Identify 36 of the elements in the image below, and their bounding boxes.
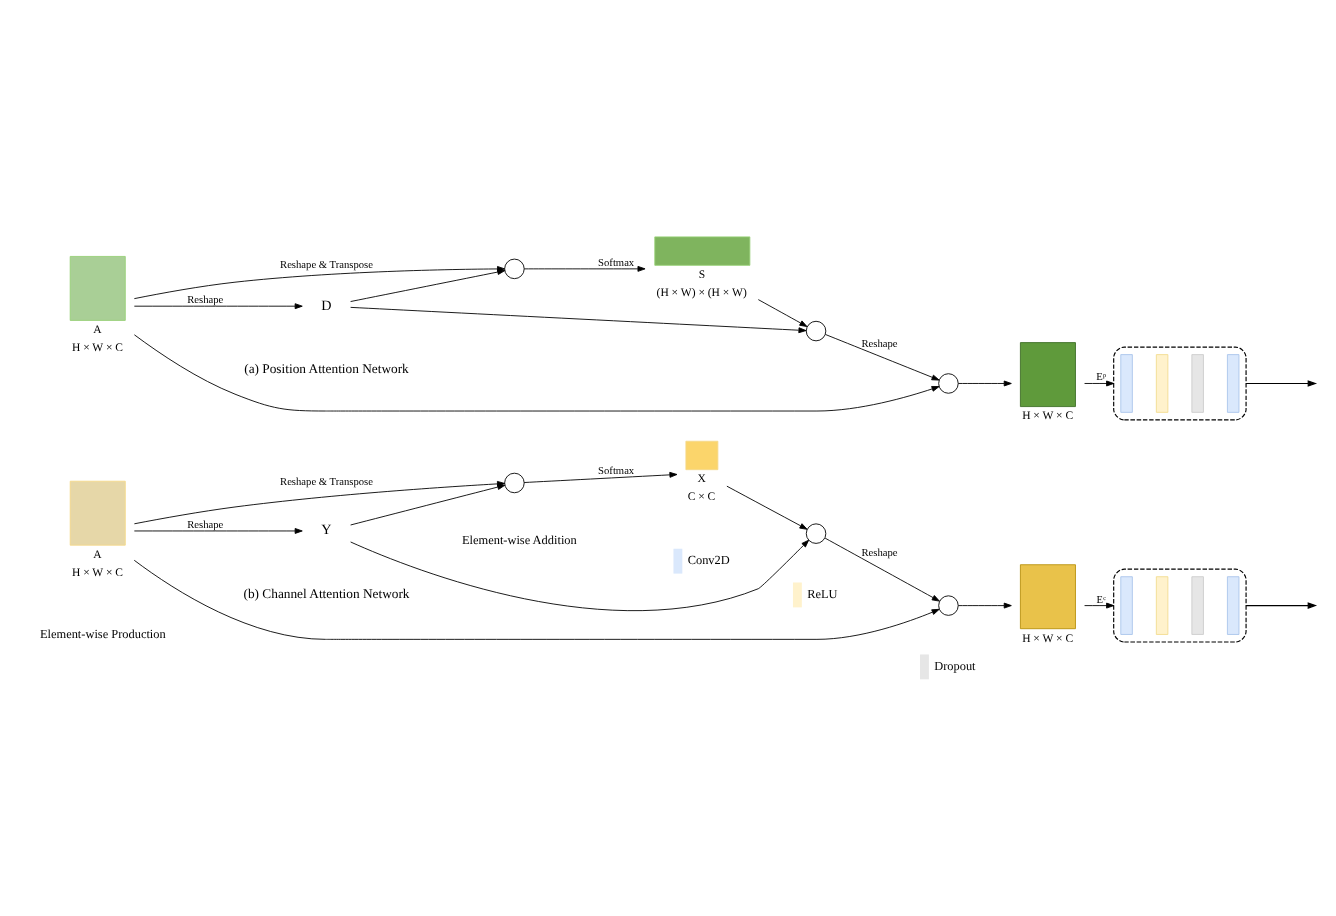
node-bar (1226, 575, 1240, 634)
node-circle (805, 319, 827, 341)
arrow (350, 268, 506, 301)
arrow (133, 302, 303, 309)
node-bar (1120, 575, 1133, 634)
arrow (726, 484, 808, 529)
node-circle (938, 372, 959, 393)
cluster (1113, 345, 1247, 420)
arrow (957, 601, 1012, 608)
arrow (350, 483, 506, 525)
arrow (1084, 379, 1115, 386)
arrow (824, 536, 940, 601)
node-bar (1155, 575, 1169, 634)
node-circle (938, 594, 959, 615)
arrow (957, 379, 1012, 386)
node-bar (1191, 353, 1204, 412)
node-bar (1226, 353, 1240, 412)
arrow (1245, 379, 1318, 386)
arrow (1084, 601, 1115, 608)
arrow (350, 538, 810, 611)
node-circle (504, 471, 525, 493)
node-circle (805, 522, 827, 543)
arrow (350, 305, 807, 333)
arrow (1245, 601, 1318, 608)
arrow (523, 264, 646, 271)
node-bar (1191, 575, 1204, 634)
arrow (133, 333, 940, 411)
node-bar (1155, 353, 1169, 412)
arrow (133, 558, 940, 639)
arrow (757, 298, 808, 326)
arrow (523, 470, 678, 482)
arrow (133, 527, 303, 533)
cluster (1113, 567, 1247, 642)
arrow (825, 333, 940, 380)
node-bar (1120, 353, 1133, 412)
node-circle (504, 257, 525, 279)
